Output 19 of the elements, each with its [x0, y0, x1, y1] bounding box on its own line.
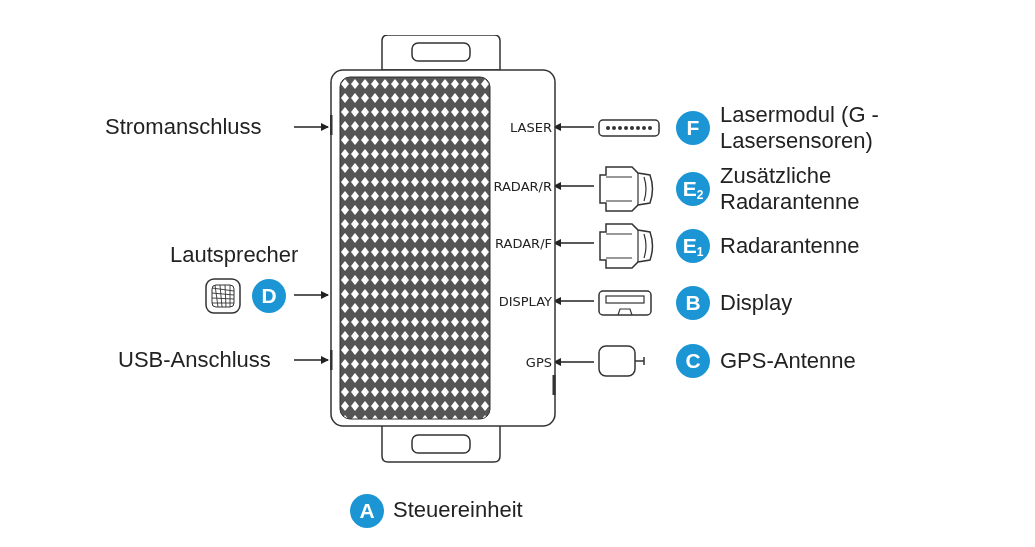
label-text: GPS-Antenne [720, 348, 857, 374]
letter-badge: B [676, 286, 710, 320]
letter-badge: E$_{1}$ [676, 229, 710, 263]
label-text: Lasermodul (G - Lasersensoren) [720, 102, 880, 154]
label-text: Stromanschluss [105, 114, 262, 140]
arrow [293, 291, 329, 299]
label-text: Lautsprecher [170, 242, 299, 268]
label-text: Radarantenne [720, 233, 861, 259]
label-text: Zusätzliche Radarantenne [720, 163, 861, 215]
arrow [293, 123, 329, 131]
caption-text: Steuereinheit [393, 497, 523, 523]
letter-badge: F [676, 111, 710, 145]
letter-badge: E$_{2}$ [676, 172, 710, 206]
letter-badge: A [350, 494, 384, 528]
label-text: USB-Anschluss [118, 347, 271, 373]
letter-badge: D [252, 279, 286, 313]
arrow [293, 356, 329, 364]
label-text: Display [720, 290, 794, 316]
letter-badge: C [676, 344, 710, 378]
